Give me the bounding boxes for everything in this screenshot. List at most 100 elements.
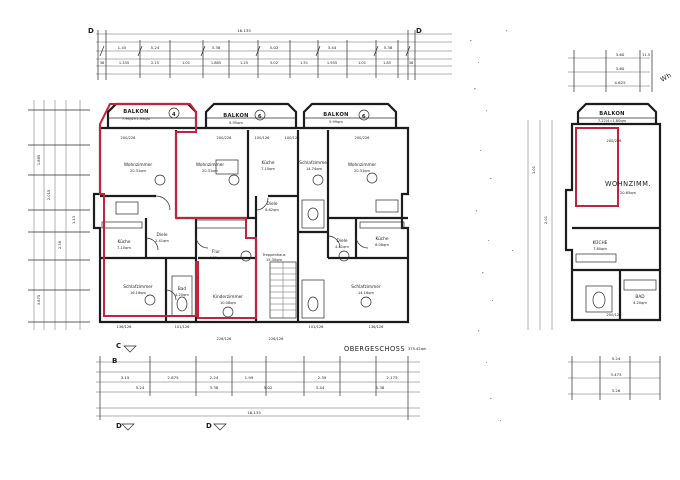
top-sub-dim-12: 36 <box>409 61 414 65</box>
apartment-number: 4 <box>172 112 176 118</box>
stair-label: Treppenhaus <box>262 253 286 257</box>
room-name: Bad <box>178 286 187 292</box>
window-code: 200/226 <box>121 136 137 140</box>
window-code: 226/126 <box>217 337 233 341</box>
room-area: 16.16qm <box>130 291 147 295</box>
top-sub-dim-6: 1.25 <box>240 61 248 65</box>
top-dim-3: 3.38 <box>212 45 221 50</box>
apartment-circles <box>144 107 378 318</box>
top-total-dimension: 16.135 <box>237 28 251 33</box>
bottom-dim-1: 3.15 <box>121 375 130 380</box>
detail-plan: 3.60 3.60 4.625 11.5 BALKON 7.22/4=1.80q… <box>527 50 673 400</box>
top-sub-dim-8: 1.51 <box>300 61 308 65</box>
apartment-number: 6 <box>362 114 366 120</box>
detail-room-name: BAD <box>635 294 645 300</box>
left-dim-5: 1.13 <box>72 216 76 224</box>
top-dim-1: 1.45 <box>118 45 127 50</box>
top-sub-dim-7: 5.02 <box>270 61 278 65</box>
room-area: 20.31qm <box>202 169 219 173</box>
detail-bottom-dim-3: 3.26 <box>612 388 621 393</box>
apartment-number: 6 <box>258 114 262 120</box>
balcony-label: BALKON <box>123 109 149 115</box>
room-area: 20.31qm <box>130 169 147 173</box>
bottom-dim-6: 2.175 <box>386 375 398 380</box>
balcony-label: BALKON <box>323 112 349 118</box>
apartment-left: BALKON 7.94/4=1.99qm 4 200/226 Wohnzimme… <box>117 109 189 297</box>
detail-top-dim-4: 11.5 <box>642 53 650 57</box>
scan-noise <box>470 30 514 422</box>
highlighted-apartment-outline <box>99 103 257 319</box>
room-name: Diele <box>267 201 278 207</box>
stair-area: 15.30qm <box>266 258 283 262</box>
room-area: 20.31qm <box>354 169 371 173</box>
section-marker-b: B <box>112 357 117 365</box>
detail-room-area: 20.65qm <box>620 191 637 195</box>
top-dim-6: 5.38 <box>384 45 393 50</box>
window-code: 101/126 <box>175 325 191 329</box>
room-area: 4.52qm <box>209 256 223 260</box>
left-dimension-chains: 1.885 2.015 2.36 3.875 1.13 <box>28 100 90 330</box>
detail-window-code: 200/226 <box>607 139 623 143</box>
room-name: Wohnzimmer <box>348 162 377 168</box>
detail-top-dim-1: 3.60 <box>616 52 625 57</box>
window-code: 226/126 <box>269 337 285 341</box>
detail-bottom-dim-2: 3.475 <box>610 372 622 377</box>
bottom-dim-11: 5.38 <box>376 385 385 390</box>
apartment-right: BALKON 5.99qm 6 200/226 Schlafzimmer 14.… <box>299 112 389 295</box>
section-markers: D D C B D D <box>88 27 422 431</box>
bottom-dim-10: 3.44 <box>316 385 325 390</box>
bottom-total-dimension: 16.135 <box>247 410 261 415</box>
section-marker-d: D <box>416 27 422 35</box>
top-dim-5: 3.44 <box>328 45 337 50</box>
room-name: Wohnzimmer <box>124 162 153 168</box>
fixtures <box>101 159 405 319</box>
apartment-middle: BALKON 5.95qm 6 200/226 Wohnzimmer 20.31… <box>196 113 280 305</box>
floor-total-area: 375.42qm <box>408 347 427 351</box>
top-sub-dim-5: 1.885 <box>211 61 221 65</box>
detail-balcony-area: 7.22/4=1.80qm <box>598 119 627 123</box>
room-area: 7.10qm <box>261 167 275 171</box>
top-sub-dim-1: 36 <box>100 61 105 65</box>
detail-room-name: WOHNZIMM. <box>605 180 651 188</box>
room-name: Schlafzimmer <box>299 160 329 166</box>
room-name: Diele <box>157 232 168 238</box>
room-area: 2.41qm <box>155 239 169 243</box>
detail-top-dim-3: 4.625 <box>614 80 626 85</box>
bottom-dim-2: 2.875 <box>167 375 179 380</box>
top-sub-dim-11: 1.85 <box>383 61 391 65</box>
section-marker-d: D <box>116 422 122 430</box>
detail-bottom-code: 200/126 <box>607 313 623 317</box>
left-dim-4: 3.875 <box>37 295 41 305</box>
top-dimension-chains: 16.135 1.45 5.24 3.38 5.02 3.44 5.38 36 … <box>96 28 452 80</box>
window-code: 136/126 <box>369 325 385 329</box>
detail-side-dim-1: 1.01 <box>532 166 536 174</box>
window-code: 200/226 <box>217 136 233 140</box>
room-area: 10.08qm <box>220 301 237 305</box>
bottom-dim-7: 5.24 <box>136 385 145 390</box>
room-name: Kinderzimmer <box>213 294 243 300</box>
bottom-dim-8: 3.38 <box>210 385 219 390</box>
detail-bottom-dim-1: 5.24 <box>612 356 621 361</box>
window-code: 200/226 <box>355 136 371 140</box>
room-area: 8.08qm <box>375 243 389 247</box>
balcony-area: 7.94/4=1.99qm <box>122 117 151 121</box>
room-area: 4.20qm <box>175 293 189 297</box>
detail-room-name: KÜCHE <box>593 239 608 246</box>
room-name: Wohnzimmer <box>196 162 225 168</box>
room-name: Küche <box>375 236 388 242</box>
section-marker-d: D <box>88 27 94 35</box>
detail-side-dim-2: 2.01 <box>544 216 548 224</box>
section-marker-c: C <box>116 342 121 350</box>
room-name: Schlafzimmer <box>123 284 153 290</box>
floor-title: OBERGESCHOSS <box>344 345 405 353</box>
top-sub-dim-2: 1.335 <box>119 61 129 65</box>
left-dim-3: 2.36 <box>58 240 62 249</box>
room-name: Flur <box>212 249 220 255</box>
top-sub-dim-10: 1.01 <box>358 61 366 65</box>
room-name: Diele <box>337 238 348 244</box>
window-code: 100/126 <box>255 136 271 140</box>
bottom-dim-5: 2.39 <box>318 375 327 380</box>
detail-note: Wh <box>659 71 673 84</box>
left-dim-1: 1.885 <box>37 155 41 165</box>
